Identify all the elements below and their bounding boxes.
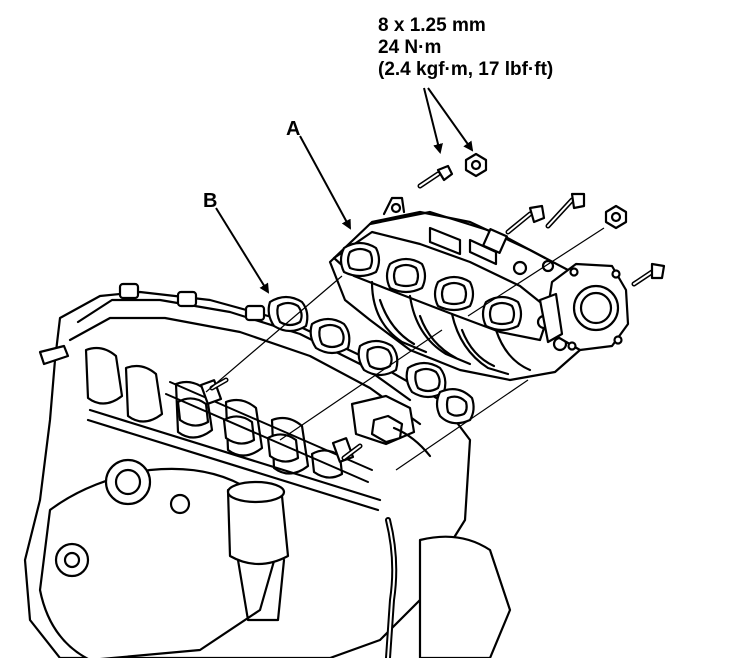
fasteners [209, 152, 666, 461]
torque-spec-metric: 24 N·m [378, 37, 442, 58]
callout-label-b: B [203, 190, 218, 212]
torque-spec-size: 8 x 1.25 mm [378, 15, 486, 36]
throttle-flange [538, 262, 630, 352]
callout-label-a: A [286, 118, 301, 140]
intake-manifold [328, 196, 592, 382]
front-housing [38, 458, 512, 658]
alignment-lines [205, 227, 605, 471]
torque-spec-imperial: (2.4 kgf·m, 17 lbf·ft) [378, 59, 554, 80]
callout-arrows [215, 87, 474, 294]
